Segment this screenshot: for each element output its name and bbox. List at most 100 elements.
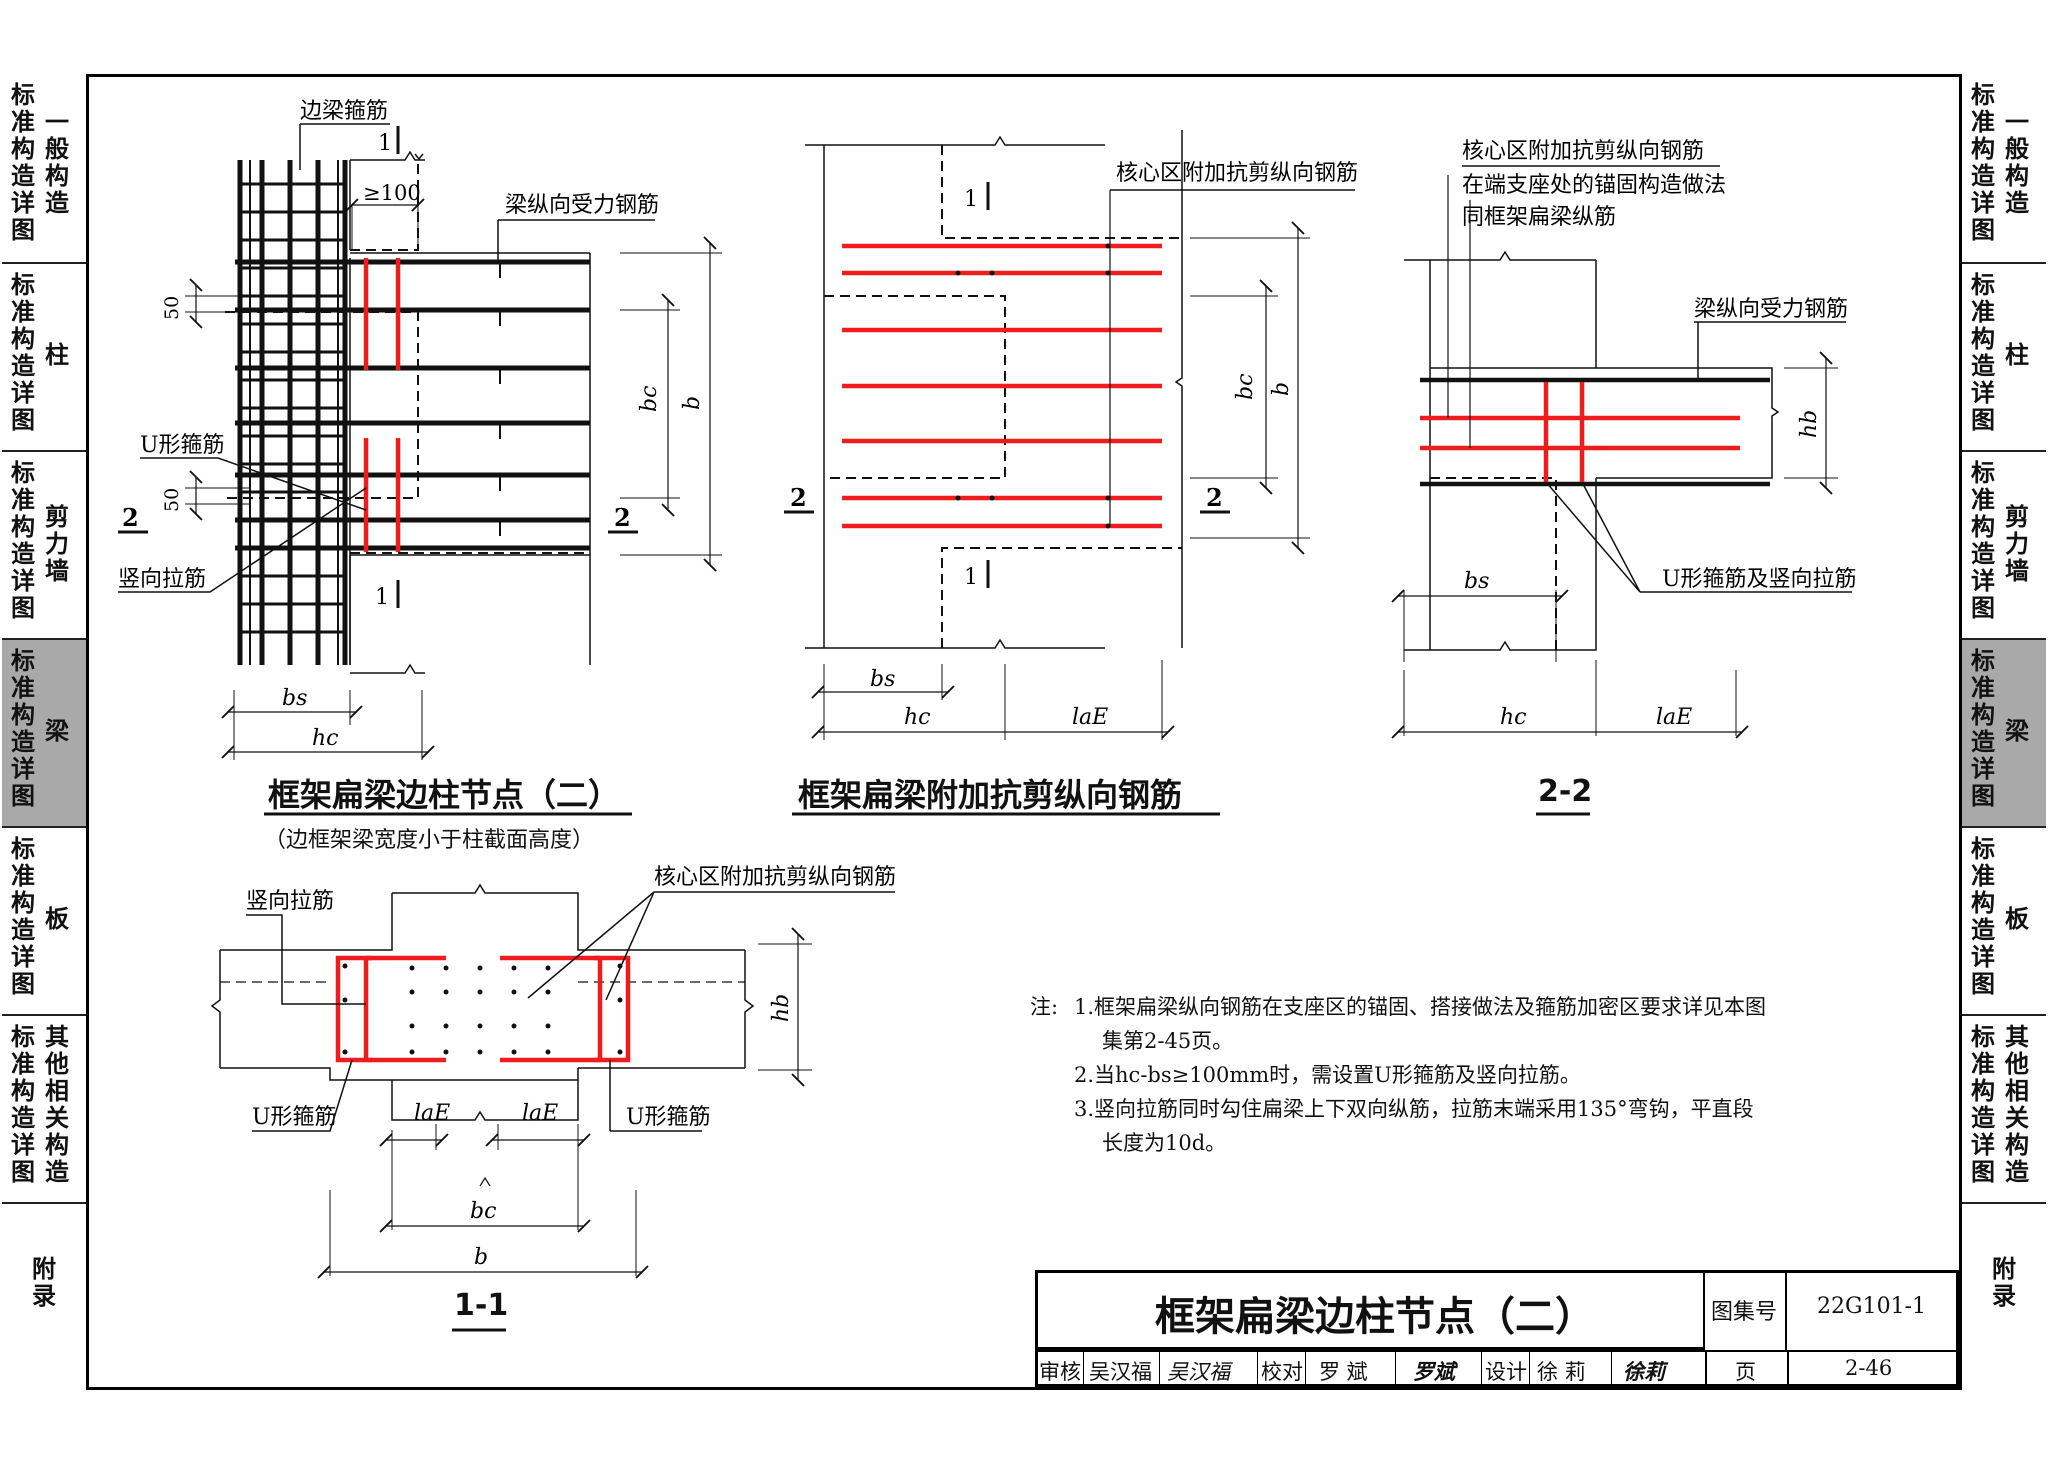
dim-bc: bc [470,1199,496,1224]
dim-b: b [680,396,705,410]
sidebar-tab-slab[interactable]: 标准构造详图 板 [1962,828,2046,1016]
dim-hc: hc [904,705,931,730]
page-number: 2-46 [1845,1356,1893,1380]
sidebar-tab-shear-wall[interactable]: 标准构造详图 剪力墙 [2,452,86,640]
sidebar-tab-appendix[interactable]: 附录 [1962,1204,2046,1390]
dim-bc: bc [1233,374,1258,400]
core-bars-label: 核心区附加抗剪纵向钢筋 [654,865,896,890]
sidebar-tab-category: 剪力墙 [45,503,69,585]
u-stirrup-left-label: U形箍筋 [252,1105,337,1130]
dim-b: b [474,1245,488,1270]
note-line-3: 3.竖向拉筋同时勾住扁梁上下双向纵筋，拉筋末端采用135°弯钩，平直段 [1074,1097,1754,1121]
note-line-2: 2.当hc-bs≥100mm时，需设置U形箍筋及竖向拉筋。 [1074,1063,1581,1087]
sidebar-tab-category: 梁 [2005,717,2029,745]
u-and-tie-label: U形箍筋及竖向拉筋 [1662,567,1857,592]
core-shear-bars-red [842,243,1162,529]
sidebar-tab-category: 梁 [45,717,69,745]
sidebar-tab-category: 一般构造 [45,108,69,217]
reviewer-signature: 吴汉福 [1167,1360,1230,1384]
dim-bs: bs [1464,569,1489,594]
long-bars-label: 梁纵向受力钢筋 [505,193,659,218]
sidebar-tab-other[interactable]: 标准构造详图 其他相关构造 [2,1016,86,1204]
dim-50-top: 50 [161,296,183,320]
sidebar-tab-category: 柱 [45,341,69,369]
sidebar-tab-category: 板 [2005,905,2029,933]
note-line-1: 1.框架扁梁纵向钢筋在支座区的锚固、搭接做法及箍筋加密区要求详见本图 [1074,995,1767,1019]
section-mark-1-bottom: 1 [375,585,389,610]
dim-hb: hb [769,994,794,1022]
edge-stirrup-label: 边梁箍筋 [300,99,388,124]
sidebar-tab-beam[interactable]: 标准构造详图 梁 [2,640,86,828]
sidebar-tab-label: 标准构造详图 [1971,81,1995,244]
sidebar-tab-category: 剪力墙 [2005,503,2029,585]
sidebar-tab-slab[interactable]: 标准构造详图 板 [2,828,86,1016]
vertical-tie-label: 竖向拉筋 [118,567,206,592]
sidebar-tab-label: 标准构造详图 [11,647,35,810]
dim-lae-left: laE [414,1101,450,1126]
drawing-section-1-1: 竖向拉筋 核心区附加抗剪纵向钢筋 hb U形箍筋 U形箍筋 laE laE bc… [210,865,896,1279]
checker-name: 罗 斌 [1319,1360,1368,1384]
sidebar-tab-shear-wall[interactable]: 标准构造详图 剪力墙 [1962,452,2046,640]
section-mark-2-left: 2 [122,503,139,532]
sidebar-tab-label: 标准构造详图 [11,81,35,244]
designer-name: 徐 莉 [1537,1360,1586,1384]
section-2-2-red-bars [1420,382,1740,482]
sidebar-tab-category: 板 [45,905,69,933]
dim-b: b [1269,382,1294,396]
sidebar-tab-column[interactable]: 标准构造详图 柱 [2,264,86,452]
page-label: 页 [1735,1360,1756,1384]
section-mark-2-right: 2 [1206,483,1223,512]
sidebar-tab-general[interactable]: 标准构造详图 一般构造 [1962,74,2046,264]
review-label: 审核 [1039,1360,1081,1384]
u-stirrup-label: U形箍筋 [140,433,225,458]
drawing2-title: 框架扁梁附加抗剪纵向钢筋 [798,776,1183,814]
dim-hc: hc [1500,705,1527,730]
core-bars-label: 核心区附加抗剪纵向钢筋 [1116,161,1358,186]
sidebar-tab-label: 标准构造详图 [1971,835,1995,998]
core-bars-label-line1: 核心区附加抗剪纵向钢筋 [1462,139,1704,164]
core-bars-label-line2: 在端支座处的锚固构造做法 [1462,173,1726,198]
check-label: 校对 [1261,1360,1303,1384]
sidebar-tab-label: 标准构造详图 [1971,1023,1995,1186]
dim-lae: laE [1072,705,1108,730]
sidebar-tab-label: 标准构造详图 [1971,647,1995,810]
u-stirrups-red [363,258,401,552]
drawing-frame [86,74,1962,1390]
atlas-label: 图集号 [1711,1300,1778,1325]
design-label: 设计 [1485,1360,1527,1384]
sidebar-tab-category: 附录 [32,1255,56,1310]
right-sidebar: 标准构造详图 一般构造 标准构造详图 柱 标准构造详图 剪力墙 标准构造详图 梁… [1962,74,2046,1390]
note-line-3b: 长度为10d。 [1102,1131,1227,1155]
sidebar-tab-general[interactable]: 标准构造详图 一般构造 [2,74,86,264]
sidebar-tab-label: 标准构造详图 [11,459,35,622]
column-cage [237,160,348,665]
dim-50-bottom: 50 [161,488,183,512]
sidebar-tab-other[interactable]: 标准构造详图 其他相关构造 [1962,1016,2046,1204]
section-mark-1-top: 1 [964,187,978,212]
drawing-section-2-2: 核心区附加抗剪纵向钢筋 在端支座处的锚固构造做法 同框架扁梁纵筋 梁纵向受力钢筋… [1391,139,1857,739]
sidebar-tab-beam[interactable]: 标准构造详图 梁 [1962,640,2046,828]
dim-lae-right: laE [522,1101,558,1126]
left-sidebar: 标准构造详图 一般构造 标准构造详图 柱 标准构造详图 剪力墙 标准构造详图 梁… [2,74,86,1390]
checker-signature: 罗斌 [1413,1359,1455,1384]
title-block-title: 框架扁梁边柱节点（二） [1155,1294,1595,1340]
section-1-1-red-stirrups [335,955,631,1063]
sidebar-tab-label: 标准构造详图 [11,1023,35,1186]
section-mark-2-left: 2 [790,483,807,512]
dim-bs: bs [870,667,895,692]
sidebar-tab-category: 一般构造 [2005,108,2029,217]
sidebar-tab-label: 标准构造详图 [11,835,35,998]
core-bars-label-line3: 同框架扁梁纵筋 [1462,205,1616,230]
sidebar-tab-label: 标准构造详图 [1971,271,1995,434]
long-bars-label: 梁纵向受力钢筋 [1694,297,1848,322]
sidebar-tab-category: 附录 [1992,1255,2016,1310]
title-block: 框架扁梁边柱节点（二） 图集号 22G101-1 审核 吴汉福 吴汉福 校对 罗… [1035,1270,1959,1387]
section-mark-2-right: 2 [614,503,631,532]
atlas-number: 22G101-1 [1817,1294,1926,1319]
sidebar-tab-appendix[interactable]: 附录 [2,1204,86,1390]
drawing1-title: 框架扁梁边柱节点（二） [268,776,621,814]
sidebar-tab-column[interactable]: 标准构造详图 柱 [1962,264,2046,452]
vertical-tie-label: 竖向拉筋 [246,889,334,914]
atlas-number-cell [1787,1270,1959,1350]
